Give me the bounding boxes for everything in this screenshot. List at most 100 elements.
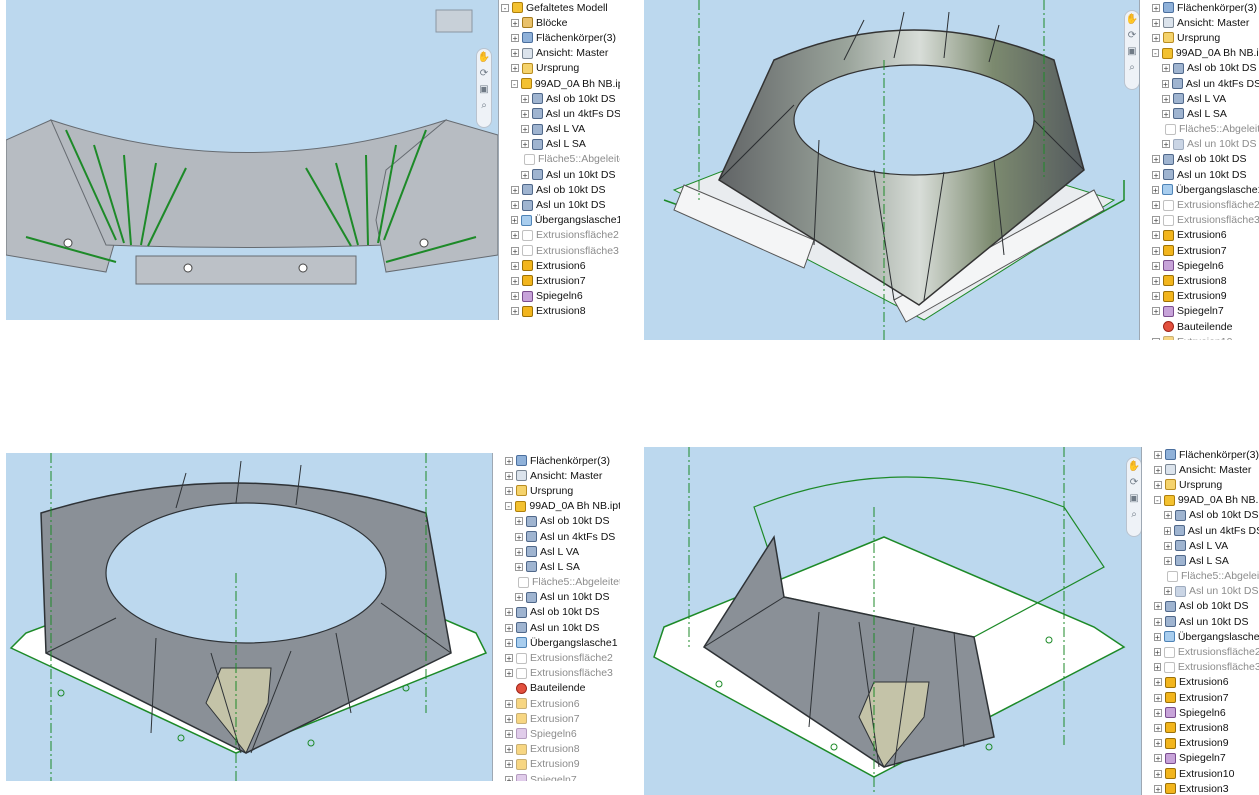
browser-node[interactable]: +Spiegeln7 <box>1142 751 1259 766</box>
collapse-toggle-icon[interactable]: - <box>1152 49 1159 59</box>
expand-toggle-icon[interactable]: + <box>1152 201 1160 211</box>
expand-toggle-icon[interactable]: + <box>521 109 529 119</box>
expand-toggle-icon[interactable]: + <box>505 456 513 466</box>
browser-node[interactable]: +Spiegeln6 <box>493 726 620 741</box>
browser-node[interactable]: +Extrusion7 <box>1142 690 1259 705</box>
browser-node[interactable]: +Extrusion7 <box>493 711 620 726</box>
orbit-icon[interactable]: ⟳ <box>1127 30 1137 41</box>
collapse-toggle-icon[interactable]: - <box>511 79 518 89</box>
browser-node[interactable]: +Extrusionsfläche3 <box>499 243 620 258</box>
browser-node[interactable]: +Asl un 10kt DS <box>499 197 620 212</box>
expand-toggle-icon[interactable]: + <box>511 64 519 74</box>
expand-toggle-icon[interactable]: + <box>1152 185 1159 195</box>
look-at-icon[interactable]: ▣ <box>1129 493 1139 504</box>
browser-node[interactable]: +Extrusion9 <box>499 319 620 320</box>
browser-node[interactable]: +Asl L SA <box>493 559 620 574</box>
zoom-icon[interactable]: ⌕ <box>1129 62 1135 73</box>
browser-node[interactable]: +Ursprung <box>1142 477 1259 492</box>
browser-node[interactable]: +Asl ob 10kt DS <box>499 182 620 197</box>
expand-toggle-icon[interactable]: + <box>1154 769 1162 779</box>
browser-node[interactable]: +Übergangslasche1 <box>499 213 620 228</box>
browser-node[interactable]: +Ursprung <box>493 483 620 498</box>
expand-toggle-icon[interactable]: + <box>511 276 519 286</box>
browser-node[interactable]: +Asl L SA <box>499 137 620 152</box>
expand-toggle-icon[interactable]: + <box>521 170 529 180</box>
expand-toggle-icon[interactable]: + <box>1152 33 1160 43</box>
expand-toggle-icon[interactable]: + <box>1164 556 1172 566</box>
orbit-icon[interactable]: ⟳ <box>1129 477 1139 488</box>
expand-toggle-icon[interactable]: + <box>521 94 529 104</box>
browser-node[interactable]: -99AD_0A Bh NB.ipt <box>1142 493 1259 508</box>
browser-node[interactable]: +Asl ob 10kt DS <box>1142 508 1259 523</box>
browser-node[interactable]: +Extrusionsfläche3 <box>493 666 620 681</box>
browser-node[interactable]: Fläche5::Abgeleitet <box>1142 569 1259 584</box>
expand-toggle-icon[interactable]: + <box>515 562 523 572</box>
look-at-icon[interactable]: ▣ <box>1127 46 1137 57</box>
expand-toggle-icon[interactable]: + <box>505 669 513 679</box>
view-cube[interactable] <box>435 9 473 33</box>
browser-node[interactable]: +Asl L VA <box>1140 91 1259 106</box>
expand-toggle-icon[interactable]: + <box>1154 632 1161 642</box>
expand-toggle-icon[interactable]: + <box>1152 337 1160 340</box>
expand-toggle-icon[interactable]: + <box>1152 216 1160 226</box>
browser-node[interactable]: +Spiegeln6 <box>499 289 620 304</box>
browser-node[interactable]: +Flächenkörper(3) <box>1140 0 1259 15</box>
expand-toggle-icon[interactable]: + <box>1162 94 1170 104</box>
expand-toggle-icon[interactable]: + <box>1162 109 1170 119</box>
expand-toggle-icon[interactable]: + <box>1152 18 1160 28</box>
expand-toggle-icon[interactable]: + <box>1154 663 1161 673</box>
browser-node[interactable]: +Spiegeln6 <box>1142 705 1259 720</box>
expand-toggle-icon[interactable]: + <box>1162 64 1170 74</box>
expand-toggle-icon[interactable]: + <box>1154 693 1162 703</box>
browser-node[interactable]: Fläche5::Abgeleitet <box>493 575 620 590</box>
browser-node[interactable]: +Extrusionsfläche2 <box>1140 197 1259 212</box>
graphics-window-1[interactable]: ✋ ⟳ ▣ ⌕ <box>6 0 498 320</box>
expand-toggle-icon[interactable]: + <box>521 140 529 150</box>
expand-toggle-icon[interactable]: + <box>515 517 523 527</box>
browser-node[interactable]: +Ursprung <box>499 61 620 76</box>
expand-toggle-icon[interactable]: + <box>1164 526 1171 536</box>
browser-node[interactable]: +Extrusion9 <box>1140 289 1259 304</box>
browser-node[interactable]: +Asl un 10kt DS <box>493 590 620 605</box>
browser-node[interactable]: +Asl un 4ktFs DS <box>493 529 620 544</box>
expand-toggle-icon[interactable]: + <box>1164 511 1172 521</box>
browser-node[interactable]: +Spiegeln7 <box>1140 304 1259 319</box>
expand-toggle-icon[interactable]: + <box>511 33 519 43</box>
browser-node[interactable]: Bauteilende <box>1140 319 1259 334</box>
expand-toggle-icon[interactable]: + <box>505 699 513 709</box>
browser-node[interactable]: Bauteilende <box>493 681 620 696</box>
browser-node[interactable]: +Ansicht: Master <box>493 468 620 483</box>
browser-node[interactable]: +Extrusion7 <box>499 273 620 288</box>
expand-toggle-icon[interactable]: + <box>1154 723 1162 733</box>
browser-node[interactable]: +Ursprung <box>1140 30 1259 45</box>
expand-toggle-icon[interactable]: + <box>511 261 519 271</box>
expand-toggle-icon[interactable]: + <box>1152 261 1160 271</box>
expand-toggle-icon[interactable]: + <box>1152 155 1160 165</box>
browser-node[interactable]: -99AD_0A Bh NB.ipt <box>493 499 620 514</box>
browser-node[interactable]: +Asl ob 10kt DS <box>493 605 620 620</box>
browser-node[interactable]: +Asl ob 10kt DS <box>1140 61 1259 76</box>
expand-toggle-icon[interactable]: + <box>521 125 529 135</box>
browser-node[interactable]: -Gefaltetes Modell <box>499 0 620 15</box>
expand-toggle-icon[interactable]: + <box>1162 79 1169 89</box>
expand-toggle-icon[interactable]: + <box>505 486 513 496</box>
expand-toggle-icon[interactable]: + <box>511 18 519 28</box>
browser-node[interactable]: +Flächenkörper(3) <box>499 30 620 45</box>
expand-toggle-icon[interactable]: + <box>1152 307 1160 317</box>
expand-toggle-icon[interactable]: + <box>505 654 513 664</box>
browser-node[interactable]: +Extrusion6 <box>493 696 620 711</box>
browser-node[interactable]: +Extrusionsfläche2 <box>493 650 620 665</box>
browser-node[interactable]: +Asl L SA <box>1142 553 1259 568</box>
collapse-toggle-icon[interactable]: - <box>505 502 513 512</box>
expand-toggle-icon[interactable]: + <box>1152 170 1160 180</box>
browser-node[interactable]: +Extrusionsfläche3 <box>1142 660 1259 675</box>
browser-node[interactable]: +Extrusion3 <box>1142 781 1259 795</box>
browser-node[interactable]: +Asl L SA <box>1140 106 1259 121</box>
browser-node[interactable]: +Extrusion6 <box>499 258 620 273</box>
graphics-window-4[interactable]: ✋ ⟳ ▣ ⌕ <box>644 447 1141 795</box>
browser-node[interactable]: +Asl un 10kt DS <box>1140 137 1259 152</box>
browser-node[interactable]: +Übergangslasche1 <box>493 635 620 650</box>
expand-toggle-icon[interactable]: + <box>505 471 513 481</box>
expand-toggle-icon[interactable]: + <box>515 547 523 557</box>
browser-node[interactable]: +Asl L VA <box>493 544 620 559</box>
